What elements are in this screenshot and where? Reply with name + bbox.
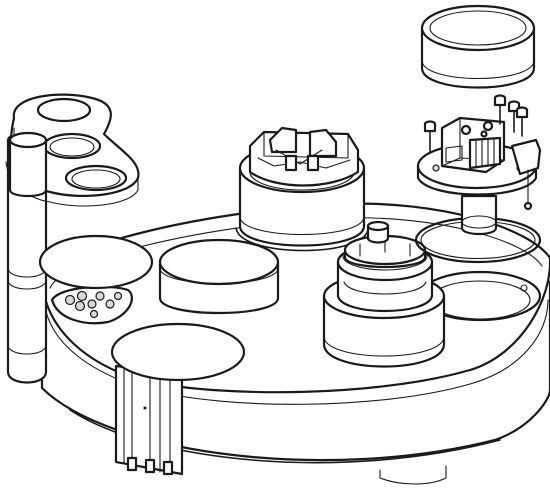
clamp-block [250,132,358,186]
center-receptacle [236,128,368,251]
base-foot [380,466,446,484]
holder-hole-top [38,99,90,121]
screw [495,96,505,125]
screw [517,108,527,137]
base-cap-left [160,240,278,313]
front-connector [116,366,182,474]
lid-cap [422,6,534,88]
well-left [40,236,152,288]
well-front [112,324,244,380]
screw [425,122,435,153]
